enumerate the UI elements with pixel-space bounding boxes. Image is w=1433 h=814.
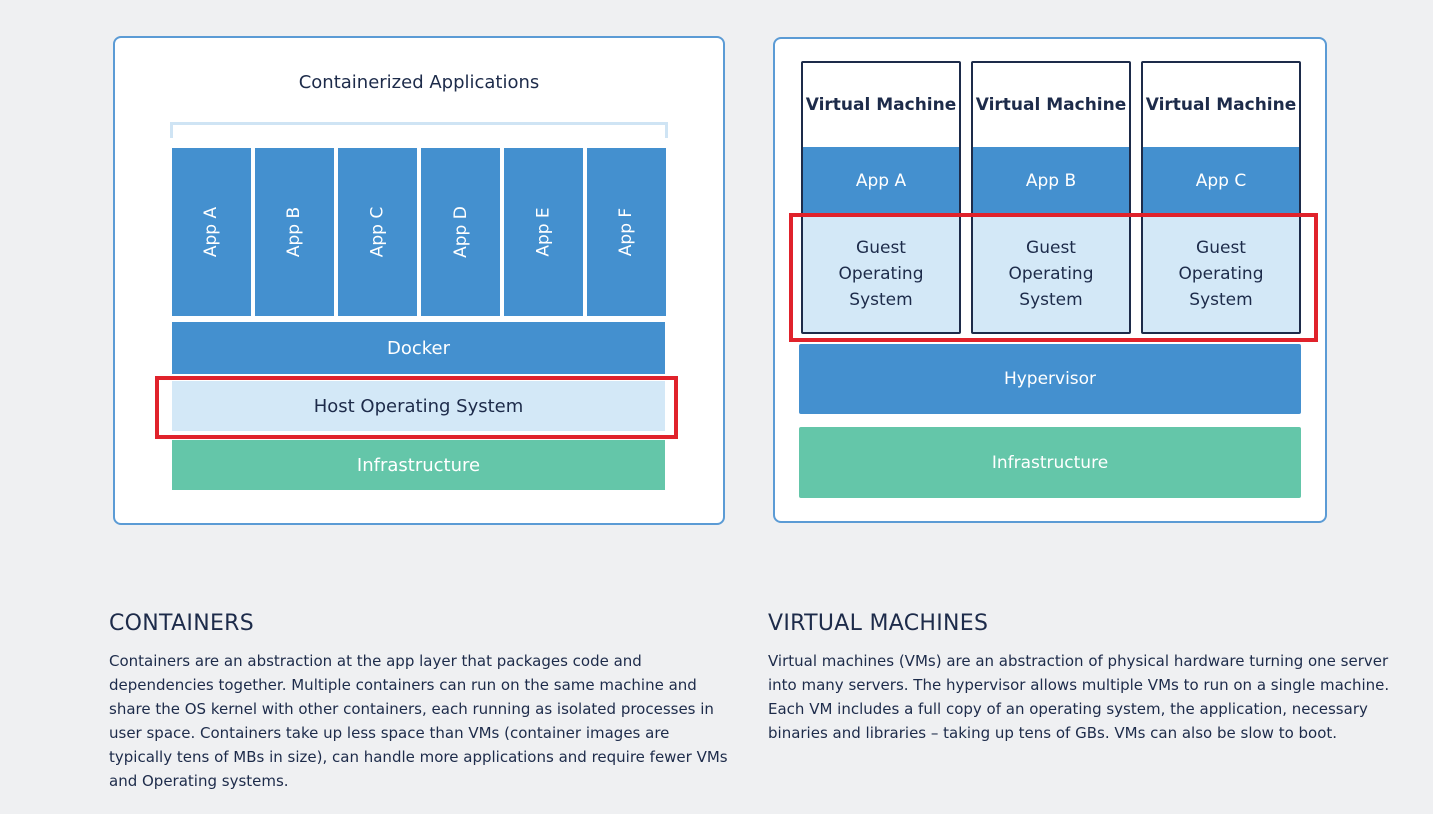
guest-os: Guest Operating System	[973, 215, 1129, 332]
container-app-label: App F	[616, 207, 637, 257]
vm-title: Virtual Machine	[805, 95, 957, 115]
container-app-e: App E	[504, 148, 583, 316]
hypervisor-layer: Hypervisor	[799, 344, 1301, 414]
container-app-label: App B	[284, 206, 305, 258]
container-app-label: App C	[367, 206, 388, 258]
host-os-layer: Host Operating System	[172, 381, 665, 431]
container-app-label: App D	[450, 206, 471, 258]
vm-app: App B	[973, 147, 1129, 215]
vm-title: Virtual Machine	[1145, 95, 1297, 115]
apps-bracket	[170, 122, 668, 138]
vm-app: App A	[803, 147, 959, 215]
container-app-d: App D	[421, 148, 500, 316]
container-app-label: App A	[201, 206, 222, 258]
container-app-b: App B	[255, 148, 334, 316]
virtual-machines-description: Virtual machines (VMs) are an abstractio…	[768, 652, 1390, 742]
virtual-machines-heading: VIRTUAL MACHINES	[768, 611, 989, 636]
container-infrastructure-layer: Infrastructure	[172, 440, 665, 490]
vm-app: App C	[1143, 147, 1299, 215]
guest-os: Guest Operating System	[803, 215, 959, 332]
vm-infrastructure-layer: Infrastructure	[799, 427, 1301, 498]
container-app-f: App F	[587, 148, 666, 316]
guest-os-label: Guest Operating System	[838, 237, 924, 310]
guest-os: Guest Operating System	[1143, 215, 1299, 332]
virtual-machine-1: Virtual Machine App A Guest Operating Sy…	[801, 61, 961, 334]
guest-os-label: Guest Operating System	[1008, 237, 1094, 310]
guest-os-label: Guest Operating System	[1178, 237, 1264, 310]
virtual-machine-3: Virtual Machine App C Guest Operating Sy…	[1141, 61, 1301, 334]
containers-heading: CONTAINERS	[109, 611, 255, 636]
containers-description: Containers are an abstraction at the app…	[109, 652, 728, 790]
container-app-c: App C	[338, 148, 417, 316]
host-os-highlight	[155, 376, 678, 439]
guest-os-highlight	[789, 213, 1318, 342]
container-app-label: App E	[533, 207, 554, 257]
vm-title: Virtual Machine	[975, 95, 1127, 115]
containerized-applications-title: Containerized Applications	[298, 72, 540, 93]
docker-layer: Docker	[172, 322, 665, 374]
container-app-a: App A	[172, 148, 251, 316]
virtual-machine-2: Virtual Machine App B Guest Operating Sy…	[971, 61, 1131, 334]
